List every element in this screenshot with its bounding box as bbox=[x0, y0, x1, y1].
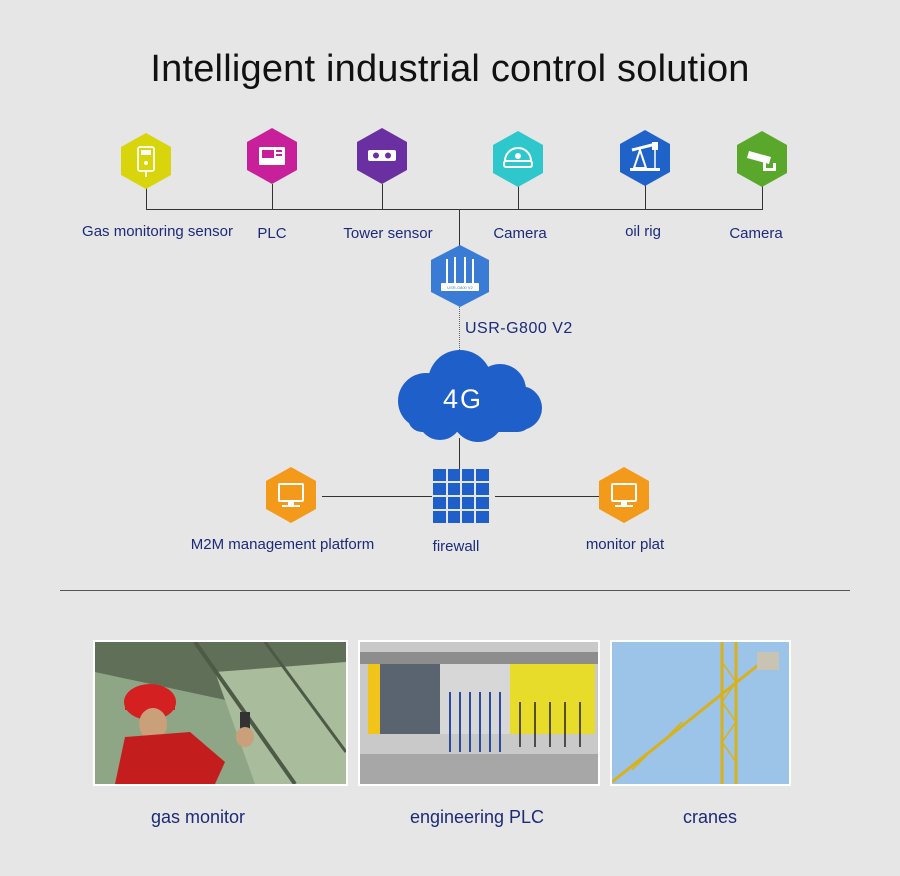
platform-label: firewall bbox=[416, 538, 496, 555]
plc-icon[interactable] bbox=[247, 128, 297, 184]
router-screen-text: USR-G800 V2 bbox=[447, 285, 473, 290]
oil-rig-icon[interactable] bbox=[620, 130, 670, 186]
gas-monitor-photo bbox=[93, 640, 348, 786]
dome-camera-icon[interactable] bbox=[493, 131, 543, 187]
device-label: oil rig bbox=[603, 223, 683, 240]
connector bbox=[272, 184, 273, 209]
device-bus-line bbox=[146, 209, 763, 210]
monitor-icon[interactable] bbox=[266, 467, 316, 523]
dotted-connector bbox=[459, 300, 460, 350]
engineering-plc-photo bbox=[358, 640, 600, 786]
photo-caption: gas monitor bbox=[118, 807, 278, 828]
gas-sensor-icon[interactable] bbox=[121, 133, 171, 189]
firewall-icon[interactable] bbox=[433, 469, 489, 523]
section-divider bbox=[60, 590, 850, 591]
device-label: Gas monitoring sensor bbox=[70, 223, 245, 240]
device-label: Tower sensor bbox=[328, 225, 448, 242]
connector bbox=[518, 184, 519, 209]
connector bbox=[322, 496, 432, 497]
device-label: Camera bbox=[706, 225, 806, 242]
security-camera-icon[interactable] bbox=[737, 131, 787, 187]
page-title: Intelligent industrial control solution bbox=[0, 48, 900, 91]
crane-photo bbox=[610, 640, 791, 786]
router-label: USR-G800 V2 bbox=[465, 320, 573, 338]
network-label: 4G bbox=[388, 384, 538, 415]
connector bbox=[645, 184, 646, 209]
tower-sensor-icon[interactable] bbox=[357, 128, 407, 184]
device-label: Camera bbox=[470, 225, 570, 242]
photo-caption: engineering PLC bbox=[387, 807, 567, 828]
device-label: PLC bbox=[232, 225, 312, 242]
connector bbox=[459, 209, 460, 247]
router-icon[interactable]: USR-G800 V2 bbox=[431, 245, 489, 307]
connector bbox=[382, 184, 383, 209]
platform-label: monitor plat bbox=[570, 536, 680, 553]
monitor-icon[interactable] bbox=[599, 467, 649, 523]
platform-label: M2M management platform bbox=[180, 536, 385, 553]
photo-caption: cranes bbox=[650, 807, 770, 828]
connector bbox=[762, 184, 763, 209]
connector bbox=[495, 496, 599, 497]
